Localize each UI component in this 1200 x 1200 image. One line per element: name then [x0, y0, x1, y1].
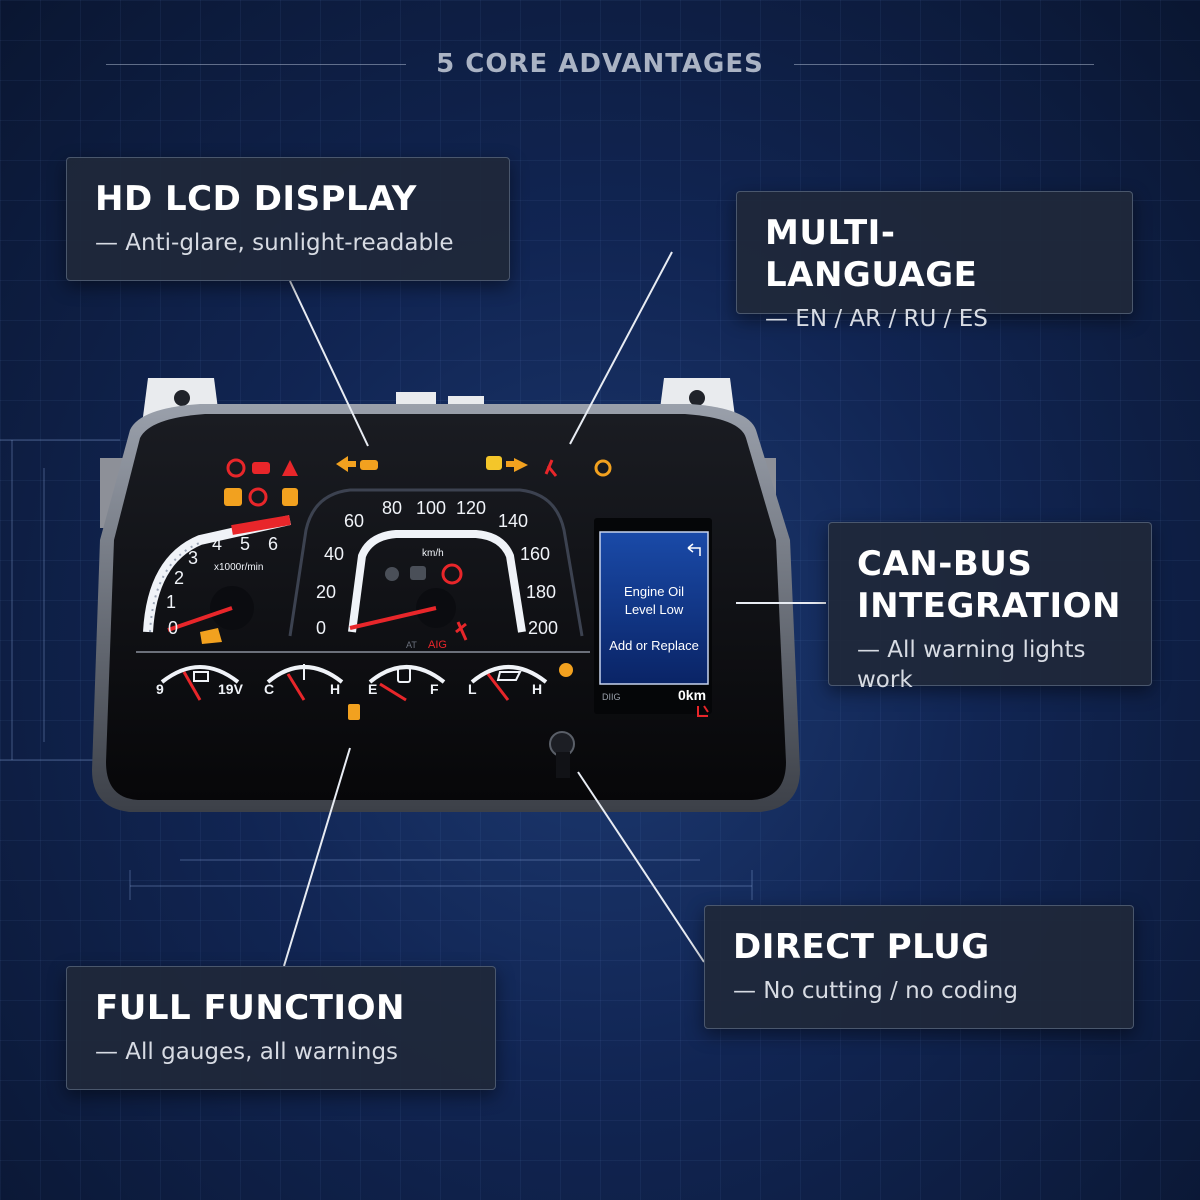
speedometer-gauge	[288, 488, 584, 641]
tachometer-gauge	[143, 515, 292, 644]
callout-direct-plug: DIRECT PLUG — No cutting / no coding	[704, 905, 1134, 1029]
tach-unit-label: x1000r/min	[214, 562, 263, 573]
indicator-label-aig: AIG	[428, 639, 447, 651]
speedo-tick-140: 140	[498, 511, 528, 531]
header-rule-left	[106, 63, 407, 65]
fuel-warning-icon	[348, 704, 360, 720]
speedo-tick-120: 120	[456, 498, 486, 518]
gauge-coolant-cold: C	[264, 681, 274, 697]
callout-multi-language: MULTI-LANGUAGE — EN / AR / RU / ES	[736, 191, 1133, 332]
speedo-tick-100: 100	[416, 498, 446, 518]
small-gauge-battery	[160, 665, 240, 701]
speedo-tick-60: 60	[344, 511, 364, 531]
lcd-mode-label: DIIG	[602, 692, 621, 702]
callout-full-function-title: FULL FUNCTION	[95, 988, 405, 1028]
gauge-battery-max: 19V	[218, 681, 244, 697]
tach-tick-0: 0	[168, 618, 178, 638]
callout-leader-lines	[283, 251, 826, 967]
info-display-screen	[599, 531, 709, 685]
speedo-tick-20: 20	[316, 582, 336, 602]
small-gauge-coolant	[266, 664, 344, 701]
callout-can-bus-title-line1: CAN-BUS	[857, 544, 1033, 584]
indicator-label-at: AT	[406, 640, 417, 650]
gauge-oil-high: H	[532, 681, 542, 697]
gauge-fuel-full: F	[430, 681, 439, 697]
speedo-tick-180: 180	[526, 582, 556, 602]
callout-can-bus-title-line2: INTEGRATION	[857, 586, 1121, 626]
callout-multi-language-subtitle: — EN / AR / RU / ES	[765, 306, 988, 332]
back-arrow-icon	[687, 543, 701, 556]
tach-tick-1: 1	[166, 592, 176, 612]
page-title: 5 CORE ADVANTAGES	[436, 49, 764, 79]
lcd-message-line2: Level Low	[625, 602, 684, 617]
callout-multi-language-title: MULTI-LANGUAGE	[765, 213, 978, 295]
lcd-message-action: Add or Replace	[609, 638, 699, 653]
tach-tick-5: 5	[240, 534, 250, 554]
dimension-lines	[0, 439, 753, 900]
speedo-tick-40: 40	[324, 544, 344, 564]
header-rule-right	[793, 63, 1094, 65]
callout-full-function: FULL FUNCTION — All gauges, all warnings	[66, 966, 496, 1090]
trip-reset-knob	[549, 731, 575, 778]
callout-direct-plug-title: DIRECT PLUG	[733, 927, 990, 967]
tach-tick-4: 4	[212, 534, 222, 554]
gauge-fuel-empty: E	[368, 681, 377, 697]
callout-full-function-subtitle: — All gauges, all warnings	[95, 1039, 399, 1065]
seatbelt-warning-icon	[559, 663, 573, 677]
speedo-tick-0: 0	[316, 618, 326, 638]
callout-hd-lcd-display: HD LCD DISPLAY — Anti-glare, sunlight-re…	[66, 157, 510, 281]
callout-hd-lcd-subtitle: — Anti-glare, sunlight-readable	[95, 230, 454, 256]
page-header: 5 CORE ADVANTAGES	[0, 44, 1200, 84]
callout-hd-lcd-title: HD LCD DISPLAY	[95, 179, 417, 219]
lcd-odometer: 0km	[678, 687, 706, 703]
callout-can-bus-subtitle: — All warning lights work	[857, 637, 1086, 693]
callout-direct-plug-subtitle: — No cutting / no coding	[733, 978, 1018, 1004]
tach-tick-6: 6	[268, 534, 278, 554]
small-gauge-oil	[470, 665, 548, 701]
speedo-tick-160: 160	[520, 544, 550, 564]
gauge-oil-low: L	[468, 681, 477, 697]
speedo-tick-200: 200	[528, 618, 558, 638]
small-gauge-fuel	[368, 665, 446, 702]
speedo-unit-label: km/h	[422, 548, 444, 559]
callout-can-bus-integration: CAN-BUS INTEGRATION — All warning lights…	[828, 522, 1152, 693]
service-warning-icon	[697, 705, 709, 717]
gauge-coolant-hot: H	[330, 681, 340, 697]
tach-tick-3: 3	[188, 548, 198, 568]
lcd-message-line1: Engine Oil	[624, 584, 684, 599]
gauge-battery-min: 9	[156, 681, 164, 697]
speedo-tick-80: 80	[382, 498, 402, 518]
tach-tick-2: 2	[174, 568, 184, 588]
top-indicator-row	[224, 456, 612, 507]
